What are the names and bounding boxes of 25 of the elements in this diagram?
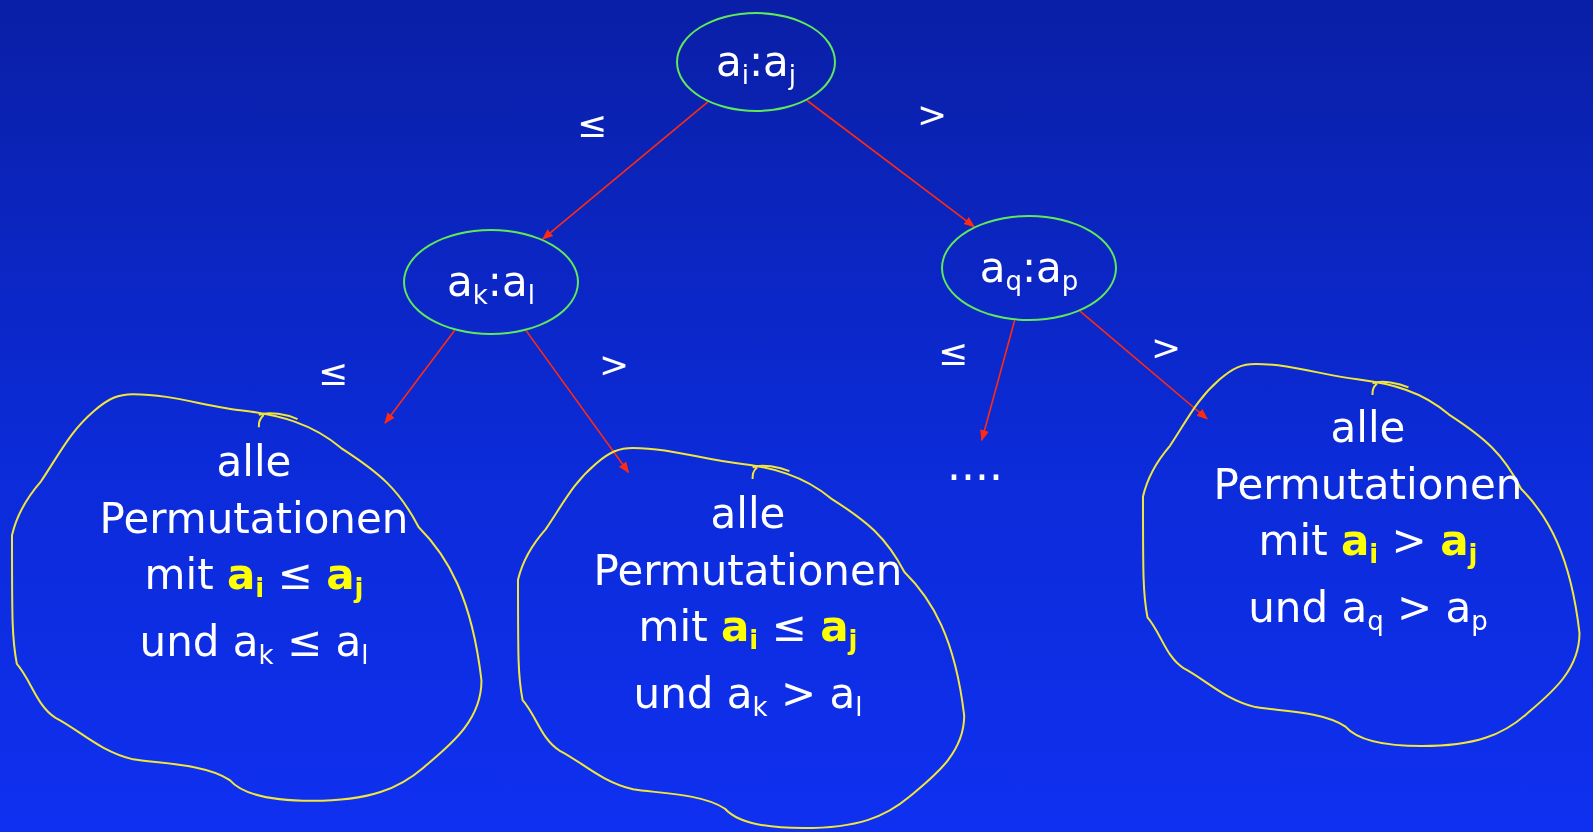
- node-text: alle Permutationen mit a$_{i}$ > a$_{j}$: [1212, 402, 1524, 571]
- node-text: a$_{k}$:a$_{l}$: [447, 255, 535, 311]
- edge-label: >: [598, 347, 630, 383]
- edge-label: ≤: [317, 355, 349, 391]
- edge-label: ≤: [576, 107, 608, 143]
- arrow: [1079, 310, 1208, 420]
- node-text: und a$_{k}$ ≤ a$_{l}$: [139, 616, 369, 671]
- edge-label: >: [916, 97, 948, 133]
- node-text: und a$_{k}$ > a$_{l}$: [633, 668, 863, 723]
- node-text: und a$_{q}$ > a$_{p}$: [1248, 582, 1488, 637]
- arrow: [980, 319, 1016, 442]
- edge-label: >: [1150, 330, 1182, 366]
- node-text: ....: [947, 438, 1003, 493]
- arrow: [525, 329, 630, 474]
- comparison-ellipse: [676, 12, 836, 112]
- node-text: alle Permutationen mit a$_{i}$ ≤ a$_{j}$: [98, 436, 410, 605]
- arrow: [384, 329, 456, 424]
- node-text: alle Permutationen mit a$_{i}$ ≤ a$_{j}$: [592, 488, 904, 657]
- node-text: a$_{i}$:a$_{j}$: [715, 35, 797, 91]
- comparison-ellipse: [941, 215, 1117, 321]
- edge-label: ≤: [937, 335, 969, 371]
- arrow: [806, 99, 975, 228]
- comparison-ellipse: [403, 229, 579, 335]
- arrow: [541, 101, 709, 240]
- node-text: a$_{q}$:a$_{p}$: [979, 241, 1079, 297]
